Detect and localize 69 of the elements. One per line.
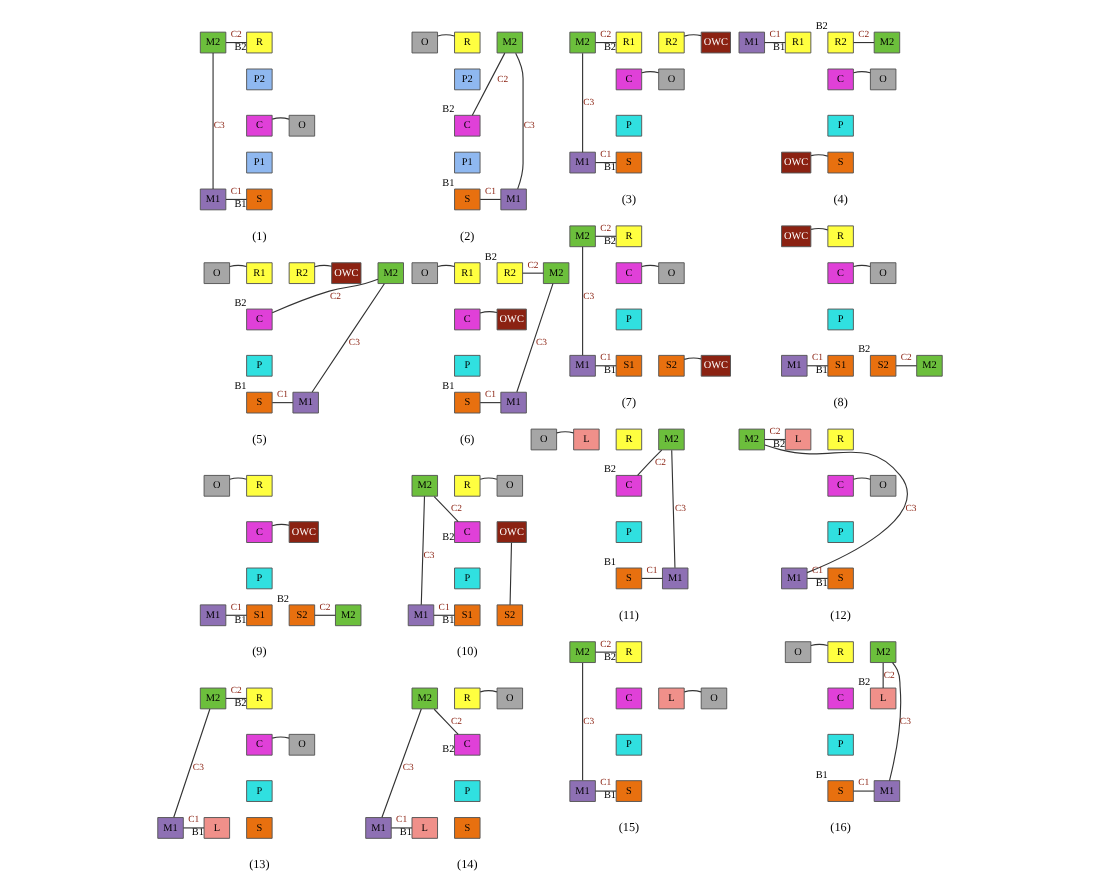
connector [853,71,871,74]
connector [225,614,248,616]
connector [182,827,205,829]
connector [810,227,829,231]
connector [381,708,422,818]
connector [271,402,294,404]
connector [683,690,702,693]
connector [671,449,676,569]
connector [852,42,875,44]
connector [641,71,660,74]
connector [515,52,524,190]
connector [471,52,506,116]
connector [433,614,456,616]
connector [522,272,544,274]
connector [895,365,918,367]
connector [582,246,584,356]
connector [437,34,455,37]
connector [683,357,702,360]
connector [509,542,513,606]
connector [594,162,617,164]
connector [271,736,290,739]
connector [173,708,211,818]
connector [311,283,385,393]
connector [637,449,663,476]
connector [229,477,247,480]
connector [806,365,829,367]
connector [810,643,829,647]
connector [594,365,617,367]
connector [641,577,663,579]
connector [810,154,829,157]
connector [764,444,908,574]
connector [594,42,617,44]
connector [888,662,902,782]
connector [582,662,584,781]
connector [433,708,459,735]
connector [314,614,336,616]
connector [225,42,248,44]
connector [806,577,829,579]
connector [271,117,290,120]
connector [479,198,502,200]
connector [225,198,248,200]
connector [479,690,498,693]
connector [433,496,459,523]
connector [479,477,498,480]
connector [764,42,786,44]
connector [852,790,875,792]
connector [225,697,248,699]
connector [314,264,333,268]
connector [271,278,379,314]
connector [390,827,413,829]
connector [479,402,502,404]
connector [479,311,498,314]
connector [420,495,426,606]
connector [582,52,584,153]
connector [271,523,290,527]
connector [556,431,574,434]
connector [641,264,660,268]
connector [594,651,617,653]
connector [516,283,554,393]
connector [853,477,871,480]
connector [594,790,617,792]
connector [594,235,617,237]
connector [683,34,702,37]
connector [229,264,247,268]
connector [882,662,884,689]
connector [853,264,871,268]
connector [437,264,455,268]
connector [764,438,786,441]
connector [212,52,214,190]
